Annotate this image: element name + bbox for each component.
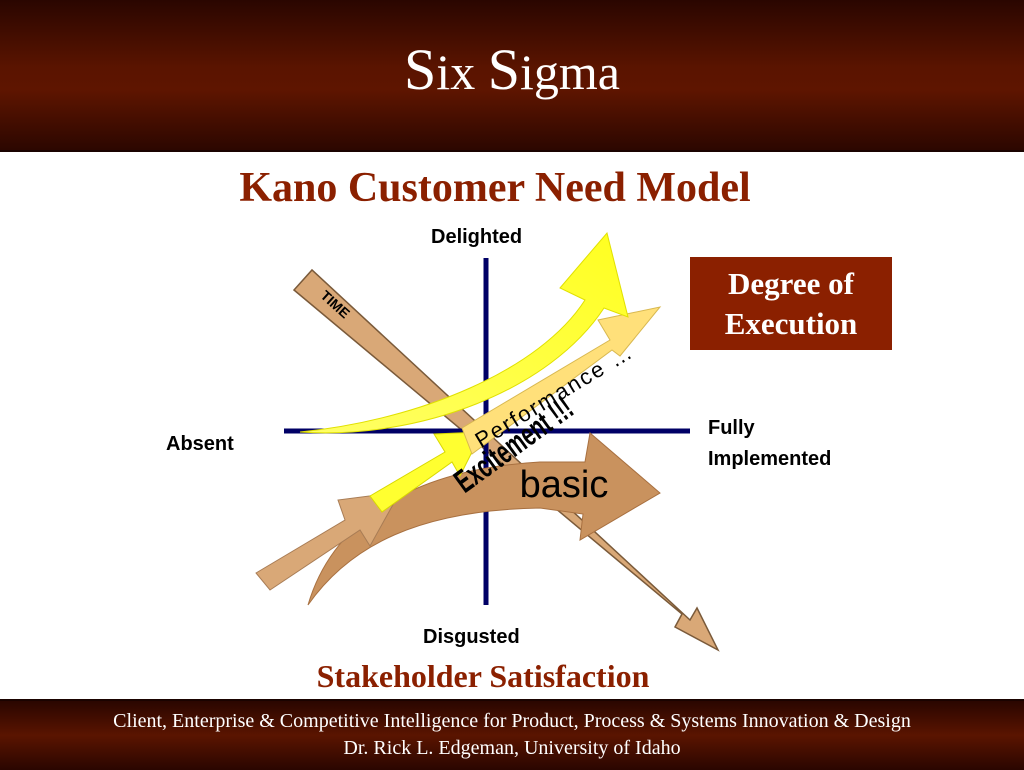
slide-title: Six Sigma [0,40,1024,102]
performance-arrow-head [461,306,662,455]
basic-arrow-label: basic [520,464,609,506]
degree-label-line1: Degree of [728,266,854,301]
title-letter-s1: S [404,37,437,102]
axis-label-implemented: Implemented [708,448,832,470]
axis-label-disgusted: Disgusted [423,626,520,648]
time-arrow [292,268,720,652]
footer-line-1: Client, Enterprise & Competitive Intelli… [113,710,911,732]
performance-arrow-middle [369,431,483,513]
footer-line-2: Dr. Rick L. Edgeman, University of Idaho [343,737,681,759]
axis-label-fully: Fully [708,417,755,439]
degree-of-execution-box: Degree of Execution [690,257,892,350]
title-word-ix: ix [436,44,488,100]
stakeholder-satisfaction-label: Stakeholder Satisfaction [316,658,650,694]
degree-label-line2: Execution [724,306,858,341]
title-letter-s2: S [487,37,520,102]
title-bar: Six Sigma [0,0,1024,152]
axis-label-delighted: Delighted [431,226,523,248]
title-word-igma: igma [519,44,620,100]
footer-bar: Client, Enterprise & Competitive Intelli… [0,699,1024,770]
axis-label-absent: Absent [166,433,234,455]
slide-subtitle: Kano Customer Need Model [239,165,751,211]
performance-arrow-tail [255,491,401,591]
excitement-arrow [299,231,629,434]
